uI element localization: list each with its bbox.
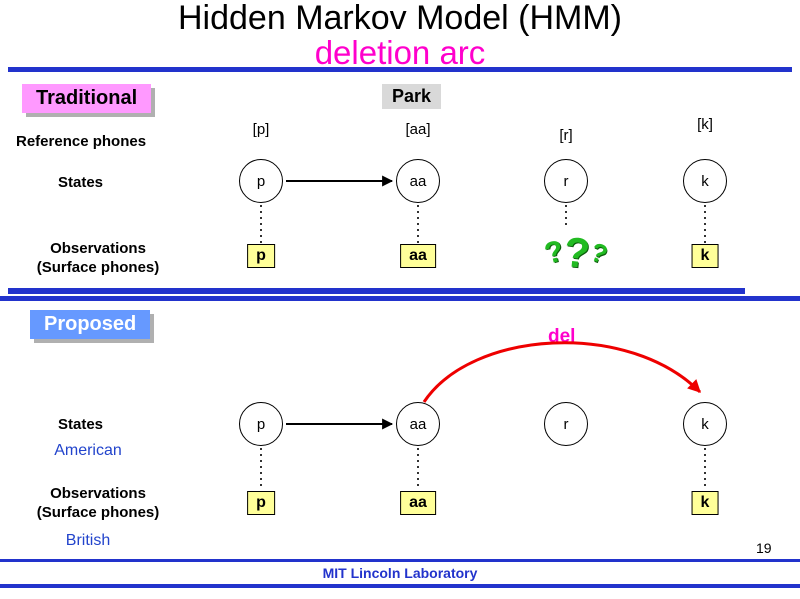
reference-phone-aa: [aa]: [405, 121, 431, 138]
section-divider-lower: [0, 296, 800, 301]
proposed-section-label: Proposed: [30, 310, 151, 339]
state-circle-p-traditional: p: [239, 159, 283, 203]
states-label-proposed: States: [58, 416, 104, 433]
reference-phone-k: [k]: [697, 116, 713, 133]
title-rule: [8, 67, 792, 72]
reference-phone-p: [p]: [252, 121, 270, 138]
slide-subtitle: deletion arc: [314, 34, 486, 71]
word-label: Park: [382, 84, 442, 109]
state-circle-r-traditional: r: [544, 159, 588, 203]
page-number: 19: [756, 540, 772, 556]
states-label-traditional: States: [58, 174, 104, 191]
observation-box-p-traditional: p: [247, 244, 275, 268]
deletion-arc-label: del: [548, 326, 576, 347]
observations-label-line2: (Surface phones): [36, 258, 160, 276]
deletion-arc: [422, 341, 702, 403]
traditional-section-label: Traditional: [22, 84, 152, 113]
reference-phone-r: [r]: [559, 127, 573, 144]
footer-text: MIT Lincoln Laboratory: [322, 565, 478, 581]
observations-label-traditional: Observations (Surface phones): [8, 240, 188, 278]
observations-label-line1: Observations: [50, 240, 146, 257]
observation-box-aa-proposed: aa: [400, 491, 436, 515]
state-circle-aa-traditional: aa: [396, 159, 440, 203]
question-mark-icon: ?: [562, 227, 593, 278]
observations-label-line1: Observations: [50, 485, 146, 502]
observation-box-aa-traditional: aa: [400, 244, 436, 268]
footer-rule-bottom: [0, 584, 800, 588]
state-circle-k-proposed: k: [683, 402, 727, 446]
state-circle-p-proposed: p: [239, 402, 283, 446]
unknown-observation-icon: ? ? ?: [536, 224, 616, 282]
british-label: British: [65, 532, 111, 549]
observation-box-p-proposed: p: [247, 491, 275, 515]
footer-rule-top: [0, 559, 800, 562]
section-divider-upper: [8, 288, 745, 294]
observation-box-k-proposed: k: [691, 491, 719, 515]
state-circle-r-proposed: r: [544, 402, 588, 446]
observation-box-k-traditional: k: [691, 244, 719, 268]
reference-phones-label: Reference phones: [16, 133, 147, 150]
state-circle-k-traditional: k: [683, 159, 727, 203]
observations-label-line2: (Surface phones): [36, 503, 160, 521]
slide-title: Hidden Markov Model (HMM): [178, 0, 622, 37]
american-label: American: [54, 442, 122, 459]
state-circle-aa-proposed: aa: [396, 402, 440, 446]
observations-label-proposed: Observations (Surface phones): [8, 485, 188, 523]
